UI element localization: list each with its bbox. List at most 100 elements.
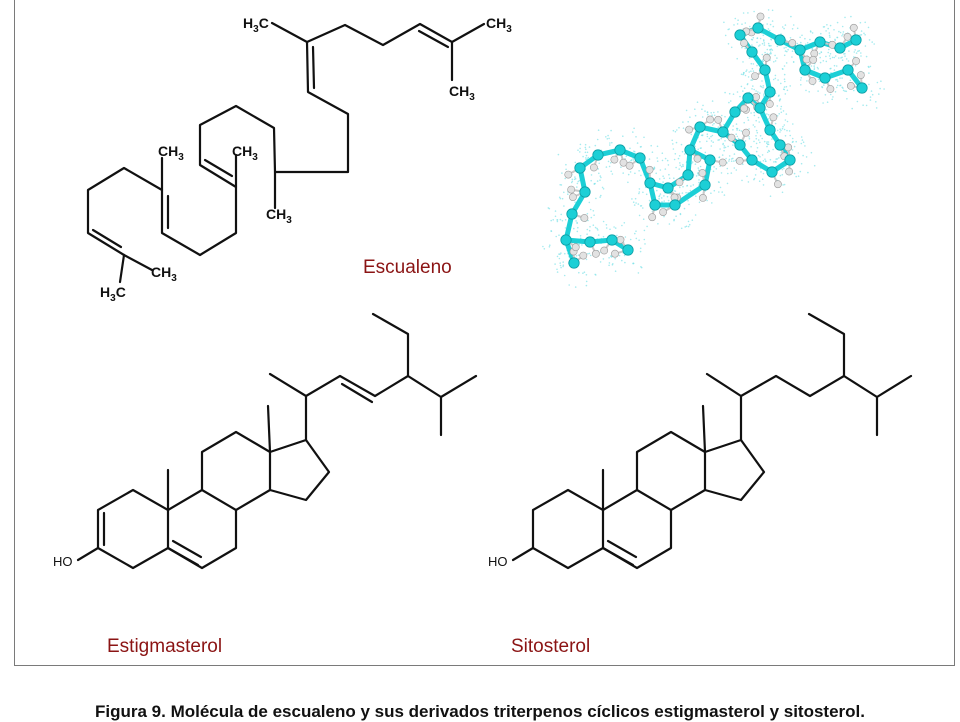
surface-dot bbox=[722, 154, 724, 156]
surface-dot bbox=[793, 24, 795, 26]
surface-dot bbox=[550, 230, 552, 232]
surface-dot bbox=[599, 179, 601, 181]
carbon-atom bbox=[753, 23, 763, 33]
surface-dot bbox=[780, 175, 782, 177]
surface-dot bbox=[763, 61, 765, 63]
surface-dot bbox=[659, 195, 661, 197]
surface-dot bbox=[811, 65, 813, 67]
surface-dot bbox=[753, 37, 755, 39]
hydrogen-atom bbox=[694, 155, 701, 162]
surface-dot bbox=[846, 58, 848, 60]
surface-dot bbox=[624, 255, 626, 257]
surface-dot bbox=[595, 198, 597, 200]
surface-dot bbox=[582, 272, 584, 274]
surface-dot bbox=[747, 117, 749, 119]
surface-dot bbox=[672, 143, 674, 145]
surface-dot bbox=[595, 145, 597, 147]
surface-dot bbox=[610, 171, 612, 173]
surface-dot bbox=[826, 24, 828, 26]
surface-dot bbox=[744, 87, 746, 89]
surface-dot bbox=[839, 77, 841, 79]
surface-dot bbox=[728, 160, 730, 162]
surface-dot bbox=[739, 96, 741, 98]
surface-dot bbox=[657, 223, 659, 225]
surface-dot bbox=[742, 74, 744, 76]
surface-dot bbox=[695, 214, 697, 216]
carbon-atom bbox=[663, 183, 673, 193]
surface-dot bbox=[761, 138, 763, 140]
surface-dot bbox=[767, 49, 769, 51]
surface-dot bbox=[804, 145, 806, 147]
surface-dot bbox=[574, 179, 576, 181]
surface-dot bbox=[868, 67, 870, 69]
surface-dot bbox=[842, 59, 844, 61]
surface-dot bbox=[732, 158, 734, 160]
surface-dot bbox=[603, 188, 605, 190]
surface-dot bbox=[758, 155, 760, 157]
surface-dot bbox=[668, 164, 670, 166]
hydrogen-atom bbox=[601, 247, 608, 254]
surface-dot bbox=[784, 74, 786, 76]
surface-dot bbox=[609, 229, 611, 231]
surface-dot bbox=[722, 143, 724, 145]
surface-dot bbox=[736, 128, 738, 130]
surface-dot bbox=[598, 129, 600, 131]
surface-dot bbox=[764, 44, 766, 46]
surface-dot bbox=[761, 80, 763, 82]
surface-dot bbox=[626, 156, 628, 158]
surface-dot bbox=[681, 228, 683, 230]
surface-dot bbox=[731, 172, 733, 174]
surface-dot bbox=[801, 163, 803, 165]
surface-dot bbox=[760, 85, 762, 87]
hydrogen-atom bbox=[649, 214, 656, 221]
surface-dot bbox=[829, 35, 831, 37]
surface-dot bbox=[608, 161, 610, 163]
surface-dot bbox=[785, 93, 787, 95]
surface-dot bbox=[621, 260, 623, 262]
surface-dot bbox=[597, 139, 599, 141]
surface-dot bbox=[787, 49, 789, 51]
surface-dot bbox=[787, 121, 789, 123]
surface-dot bbox=[662, 175, 664, 177]
surface-dot bbox=[595, 227, 597, 229]
surface-dot bbox=[857, 51, 859, 53]
surface-dot bbox=[590, 209, 592, 211]
surface-dot bbox=[563, 192, 565, 194]
surface-dot bbox=[772, 20, 774, 22]
surface-dot bbox=[864, 34, 866, 36]
hydrogen-atom bbox=[646, 166, 653, 173]
surface-dot bbox=[697, 101, 699, 103]
surface-dot bbox=[777, 79, 779, 81]
surface-dot bbox=[868, 72, 870, 74]
surface-dot bbox=[773, 79, 775, 81]
surface-dot bbox=[712, 100, 714, 102]
surface-dot bbox=[580, 144, 582, 146]
surface-dot bbox=[656, 190, 658, 192]
surface-dot bbox=[807, 172, 809, 174]
surface-dot bbox=[755, 174, 757, 176]
surface-dot bbox=[780, 108, 782, 110]
surface-dot bbox=[711, 140, 713, 142]
surface-dot bbox=[800, 171, 802, 173]
surface-dot bbox=[877, 82, 879, 84]
surface-dot bbox=[844, 90, 846, 92]
surface-dot bbox=[655, 173, 657, 175]
surface-dot bbox=[843, 90, 845, 92]
surface-dot bbox=[860, 52, 862, 54]
surface-dot bbox=[544, 248, 546, 250]
surface-dot bbox=[610, 130, 612, 132]
surface-dot bbox=[576, 186, 578, 188]
surface-dot bbox=[607, 138, 609, 140]
surface-dot bbox=[755, 90, 757, 92]
surface-dot bbox=[710, 136, 712, 138]
surface-dot bbox=[778, 157, 780, 159]
surface-dot bbox=[723, 150, 725, 152]
surface-dot bbox=[751, 39, 753, 41]
surface-dot bbox=[727, 173, 729, 175]
surface-dot bbox=[757, 91, 759, 93]
carbon-atom bbox=[650, 200, 660, 210]
carbon-atom bbox=[785, 155, 795, 165]
surface-dot bbox=[625, 236, 627, 238]
carbon-atom bbox=[735, 140, 745, 150]
surface-dot bbox=[793, 61, 795, 63]
